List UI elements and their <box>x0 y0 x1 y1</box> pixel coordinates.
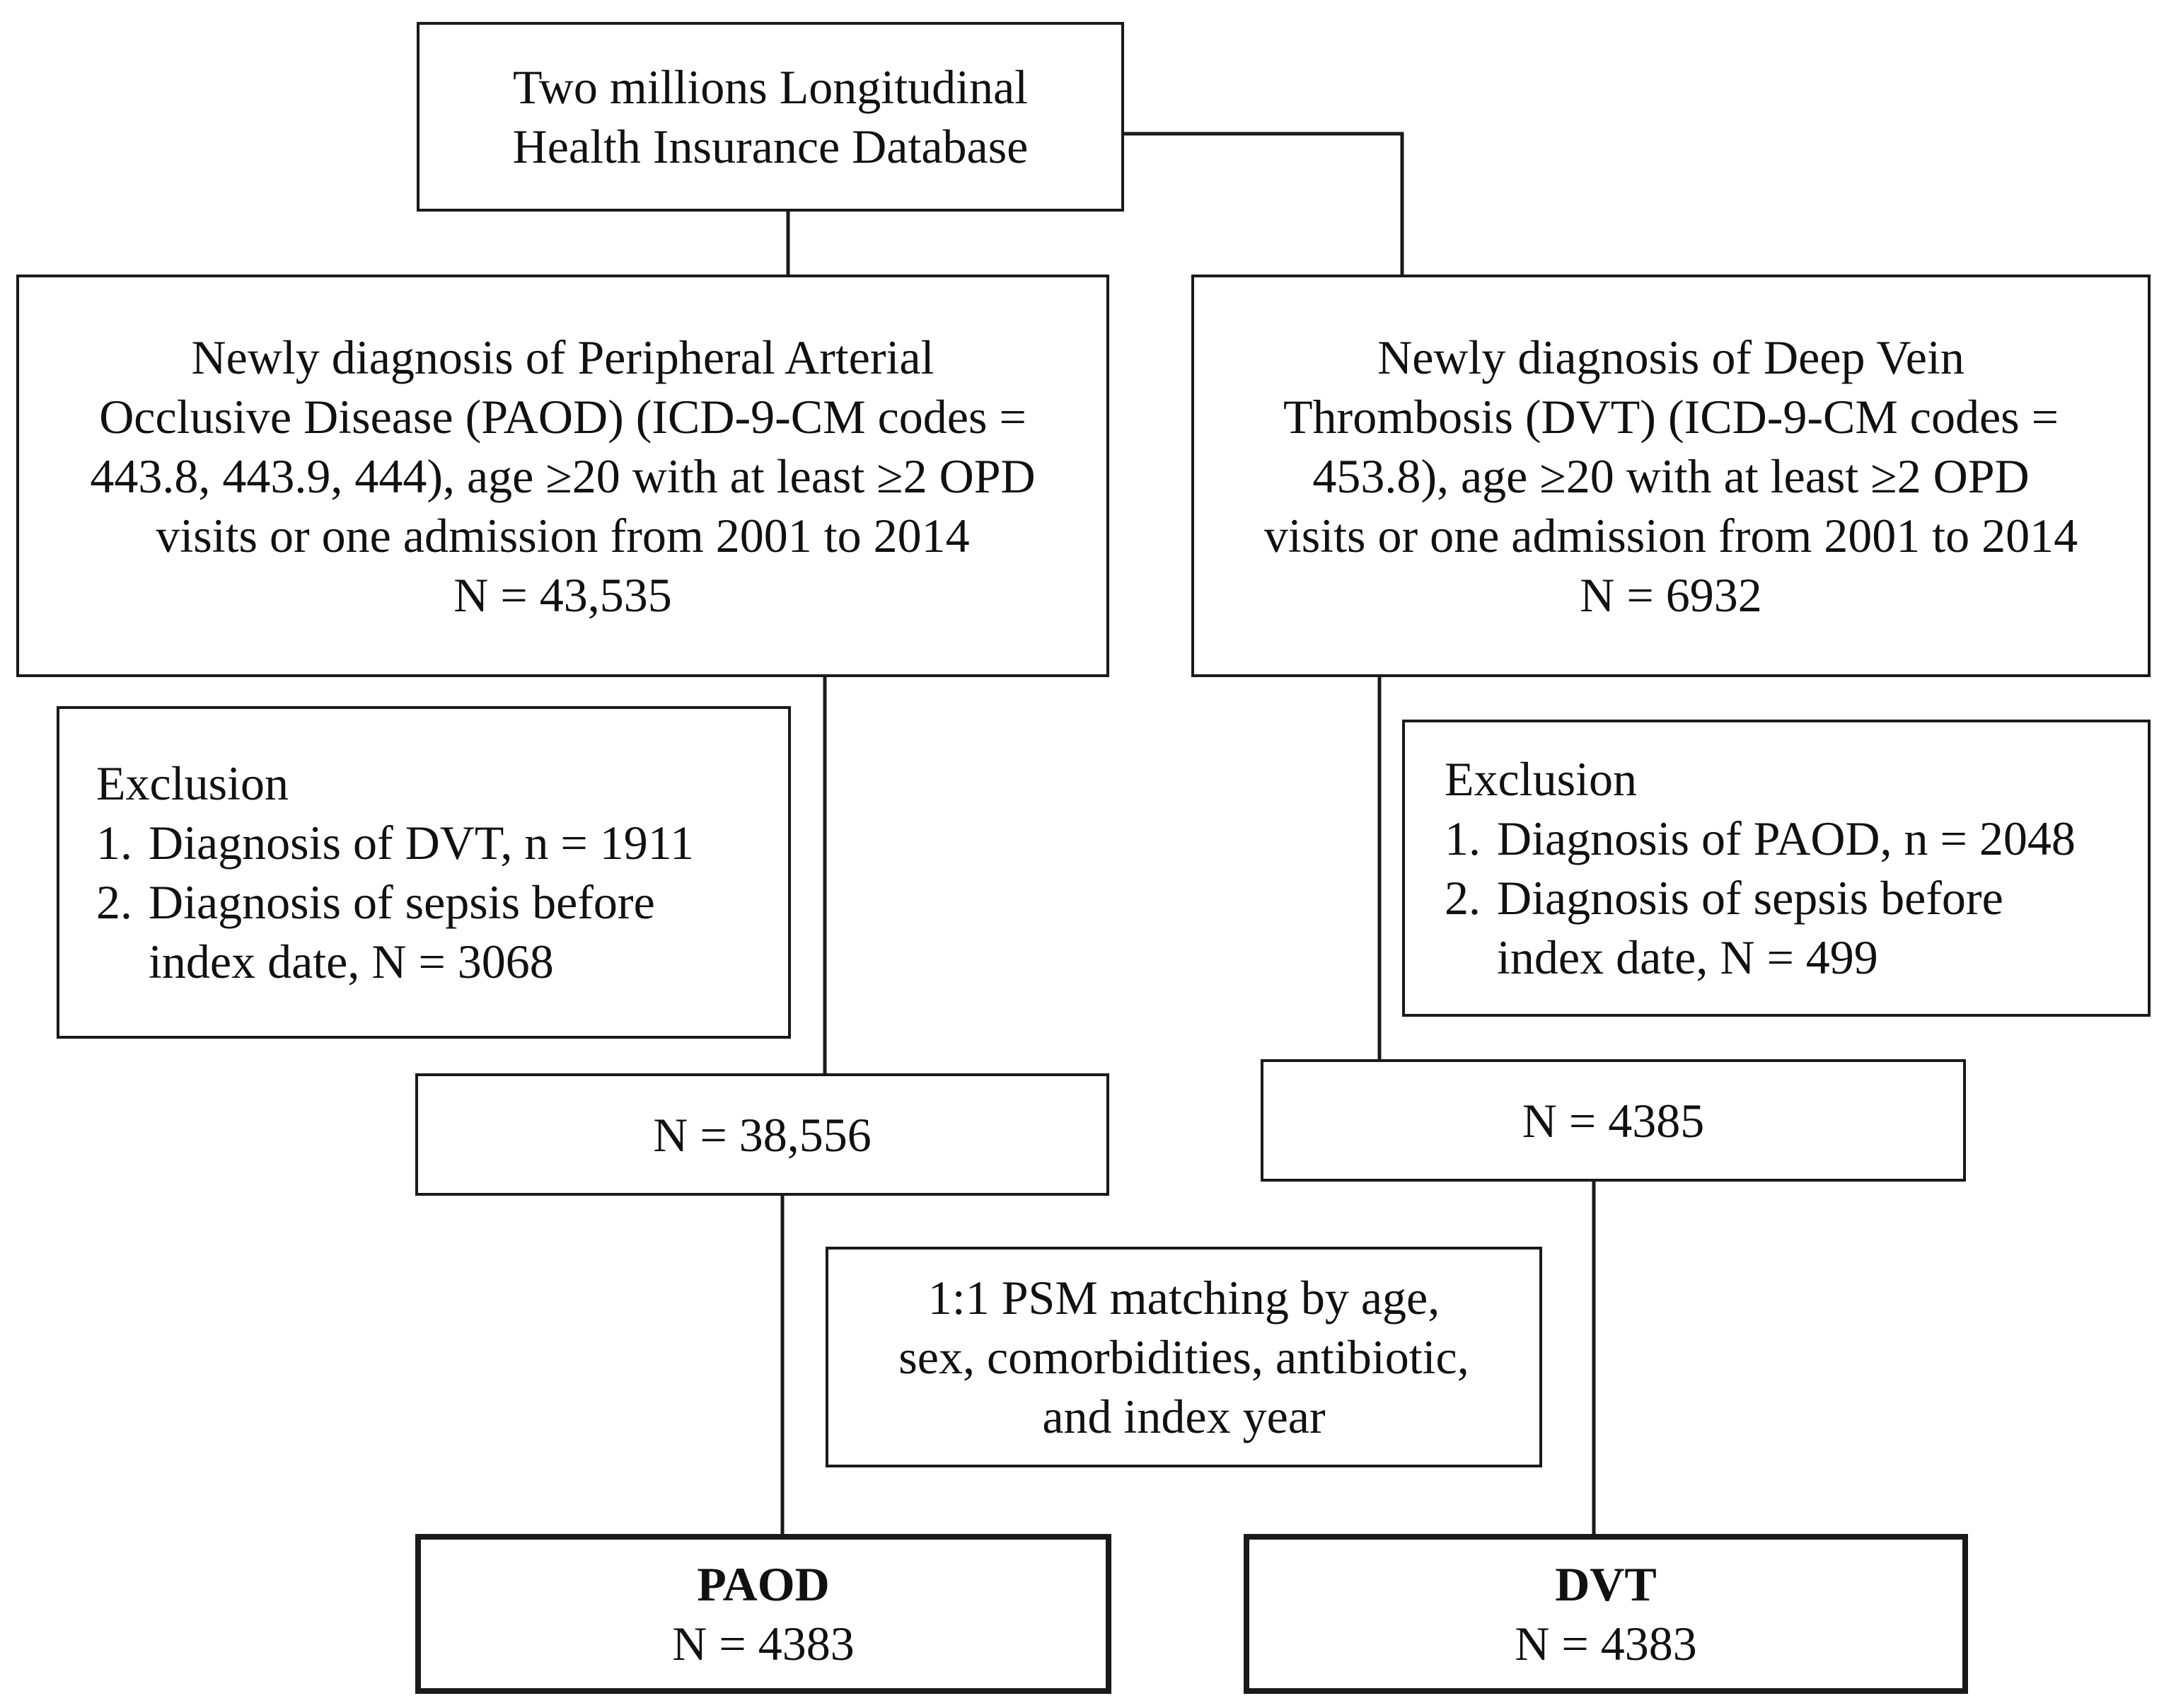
dvt-remaining-count: N = 4385 <box>1522 1093 1705 1148</box>
dvt-exclusion-item-2: 2. Diagnosis of sepsis before <box>1445 868 2148 928</box>
dvt-diagnosis-line-3: 453.8), age ≥20 with at least ≥2 OPD <box>1312 449 2030 503</box>
dvt-exclusion-item-1-text: Diagnosis of PAOD, n = 2048 <box>1497 812 2076 865</box>
paod-exclusion-item-1: 1. Diagnosis of DVT, n = 1911 <box>96 813 788 872</box>
psm-line-3: and index year <box>1042 1390 1326 1443</box>
paod-final-count: N = 4383 <box>672 1617 855 1671</box>
paod-exclusion-title: Exclusion <box>96 756 289 810</box>
paod-diagnosis-line-2: Occlusive Disease (PAOD) (ICD-9-CM codes… <box>99 389 1026 444</box>
psm-line-2: sex, comorbidities, antibiotic, <box>898 1330 1469 1384</box>
dvt-diagnosis-line-4: visits or one admission from 2001 to 201… <box>1263 508 2078 562</box>
paod-final-title: PAOD <box>697 1557 830 1611</box>
database-box: Two millions Longitudinal Health Insuran… <box>417 22 1124 212</box>
paod-exclusion-box: Exclusion 1. Diagnosis of DVT, n = 1911 … <box>57 706 791 1039</box>
paod-remaining-count: N = 38,556 <box>653 1107 872 1162</box>
paod-exclusion-item-1-number: 1. <box>96 816 132 870</box>
dvt-exclusion-item-1-number: 1. <box>1445 812 1481 865</box>
dvt-diagnosis-count: N = 6932 <box>1580 567 1762 622</box>
database-line-1: Two millions Longitudinal <box>512 60 1029 114</box>
dvt-exclusion-item-1: 1. Diagnosis of PAOD, n = 2048 <box>1445 809 2148 868</box>
paod-diagnosis-line-1: Newly diagnosis of Peripheral Arterial <box>191 330 935 384</box>
dvt-diagnosis-line-2: Thrombosis (DVT) (ICD-9-CM codes = <box>1283 389 2059 444</box>
dvt-exclusion-item-2-number: 2. <box>1445 871 1481 925</box>
dvt-final-count: N = 4383 <box>1515 1617 1697 1671</box>
psm-matching-box: 1:1 PSM matching by age, sex, comorbidit… <box>826 1247 1542 1467</box>
psm-line-1: 1:1 PSM matching by age, <box>927 1271 1440 1325</box>
dvt-exclusion-box: Exclusion 1. Diagnosis of PAOD, n = 2048… <box>1402 720 2151 1017</box>
paod-diagnosis-line-3: 443.8, 443.9, 444), age ≥20 with at leas… <box>90 449 1036 503</box>
dvt-diagnosis-box: Newly diagnosis of Deep Vein Thrombosis … <box>1191 275 2151 677</box>
paod-exclusion-item-1-text: Diagnosis of DVT, n = 1911 <box>149 816 695 870</box>
paod-exclusion-item-2: 2. Diagnosis of sepsis before <box>96 872 788 932</box>
paod-exclusion-item-2-continued: index date, N = 3068 <box>149 935 554 988</box>
database-line-2: Health Insurance Database <box>512 120 1029 173</box>
dvt-exclusion-item-2-text: Diagnosis of sepsis before <box>1497 871 2003 925</box>
paod-diagnosis-count: N = 43,535 <box>453 567 672 622</box>
dvt-final-title: DVT <box>1555 1557 1657 1611</box>
paod-diagnosis-box: Newly diagnosis of Peripheral Arterial O… <box>16 275 1109 677</box>
dvt-final-box: DVT N = 4383 <box>1244 1534 1968 1694</box>
connector-db-to-dvt <box>1123 132 1404 275</box>
dvt-remaining-box: N = 4385 <box>1261 1059 1966 1182</box>
dvt-diagnosis-line-1: Newly diagnosis of Deep Vein <box>1377 330 1965 384</box>
dvt-exclusion-title: Exclusion <box>1445 752 1637 806</box>
paod-diagnosis-line-4: visits or one admission from 2001 to 201… <box>156 508 970 562</box>
dvt-exclusion-item-2-continued: index date, N = 499 <box>1497 930 1878 984</box>
paod-exclusion-item-2-text: Diagnosis of sepsis before <box>149 875 655 929</box>
paod-final-box: PAOD N = 4383 <box>415 1534 1111 1694</box>
paod-exclusion-item-2-number: 2. <box>96 875 132 929</box>
paod-remaining-box: N = 38,556 <box>415 1073 1109 1196</box>
